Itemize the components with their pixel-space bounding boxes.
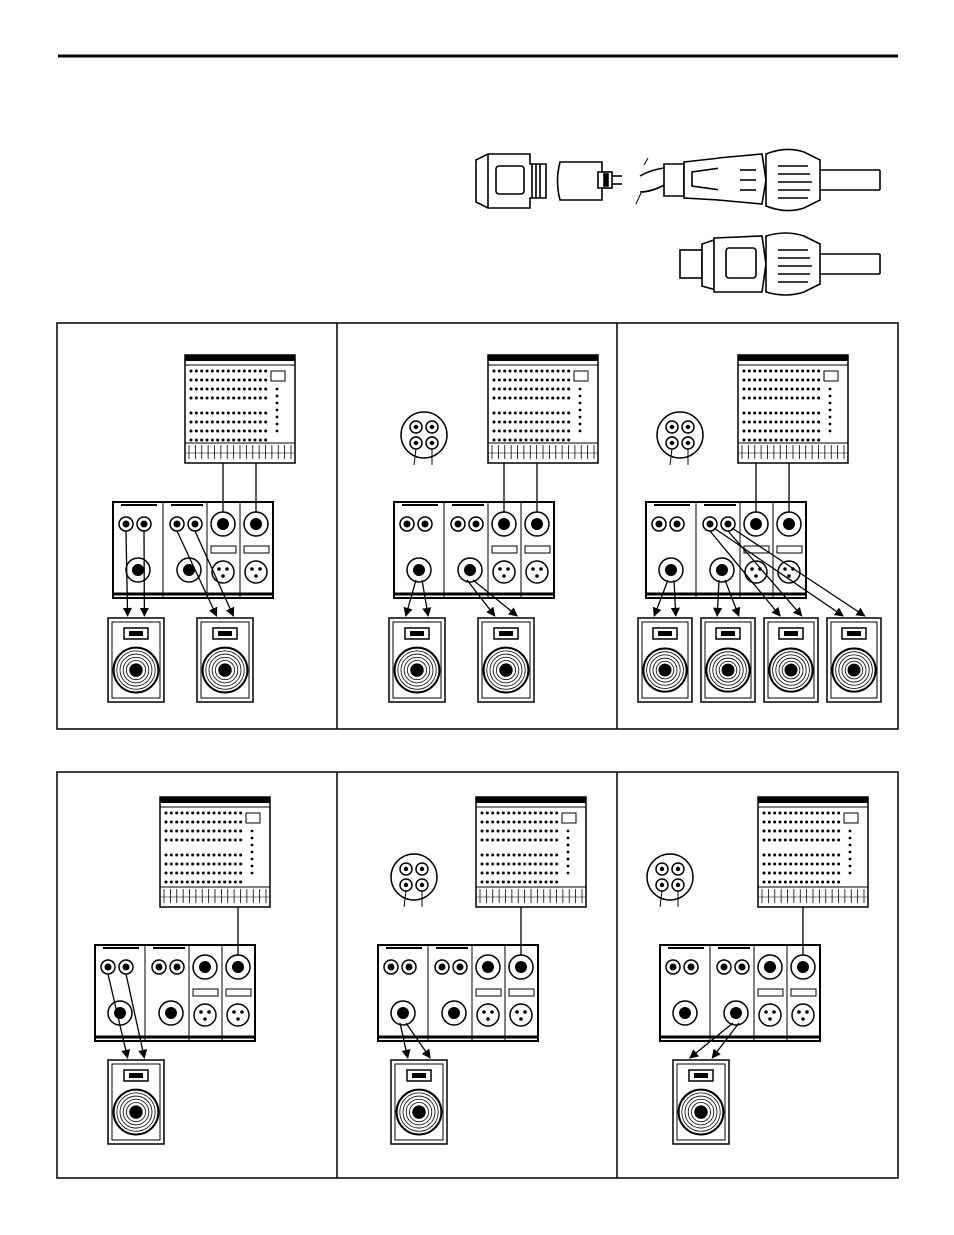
speakon-plug-assembled bbox=[680, 233, 880, 295]
speakon-output-jack bbox=[126, 558, 150, 582]
speaker-cabinet bbox=[108, 1060, 164, 1144]
xlr-jack bbox=[792, 1004, 814, 1026]
combo-input-jack bbox=[476, 955, 500, 979]
binding-post bbox=[418, 517, 432, 531]
speaker-cabinet bbox=[391, 1060, 447, 1144]
mixer-console bbox=[160, 797, 270, 907]
binding-post bbox=[170, 517, 184, 531]
xlr-jack bbox=[245, 561, 267, 583]
speakon-pin-detail bbox=[647, 854, 693, 907]
speaker-cabinet bbox=[827, 618, 881, 702]
speakon-output-jack bbox=[108, 1001, 132, 1025]
binding-post bbox=[119, 517, 133, 531]
binding-post bbox=[101, 960, 115, 974]
speakon-output-jack bbox=[659, 558, 683, 582]
panel-bottom-middle bbox=[378, 797, 586, 1144]
binding-post bbox=[435, 960, 449, 974]
xlr-jack bbox=[759, 1004, 781, 1026]
xlr-jack bbox=[477, 1004, 499, 1026]
speakon-output-jack bbox=[458, 558, 482, 582]
binding-post bbox=[152, 960, 166, 974]
speaker-cabinet bbox=[478, 618, 534, 702]
speakon-output-jack bbox=[724, 1001, 748, 1025]
combo-input-jack bbox=[525, 512, 549, 536]
binding-post bbox=[384, 960, 398, 974]
amplifier-rear-panel bbox=[394, 502, 554, 598]
binding-post bbox=[119, 960, 133, 974]
combo-input-jack bbox=[791, 955, 815, 979]
amplifier-rear-panel bbox=[660, 945, 820, 1041]
speakon-pin-detail bbox=[657, 412, 703, 465]
panel-bottom-left bbox=[95, 797, 270, 1144]
amplifier-rear-panel bbox=[95, 945, 255, 1041]
xlr-jack bbox=[212, 561, 234, 583]
binding-post bbox=[188, 517, 202, 531]
speaker-cabinet bbox=[389, 618, 445, 702]
binding-post bbox=[453, 960, 467, 974]
binding-post bbox=[451, 517, 465, 531]
speaker-cabinet bbox=[673, 1060, 729, 1144]
combo-input-jack bbox=[492, 512, 516, 536]
speakon-plug-exploded bbox=[476, 149, 880, 210]
mixer-console bbox=[758, 797, 868, 907]
connection-panels bbox=[95, 355, 881, 1144]
binding-post bbox=[400, 517, 414, 531]
xlr-jack bbox=[227, 1004, 249, 1026]
combo-input-jack bbox=[777, 512, 801, 536]
mixer-console bbox=[488, 355, 598, 463]
combo-input-jack bbox=[244, 512, 268, 536]
xlr-jack bbox=[194, 1004, 216, 1026]
binding-post bbox=[735, 960, 749, 974]
mixer-console bbox=[738, 355, 848, 463]
speakon-output-jack bbox=[407, 558, 431, 582]
speakon-output-jack bbox=[391, 1001, 415, 1025]
combo-input-jack bbox=[509, 955, 533, 979]
xlr-jack bbox=[493, 561, 515, 583]
xlr-jack bbox=[526, 561, 548, 583]
binding-post bbox=[670, 517, 684, 531]
binding-post bbox=[469, 517, 483, 531]
mixer-console bbox=[185, 355, 295, 463]
speaker-cabinet bbox=[764, 618, 818, 702]
combo-input-jack bbox=[193, 955, 217, 979]
speakon-output-jack bbox=[177, 558, 201, 582]
binding-post bbox=[717, 960, 731, 974]
combo-input-jack bbox=[744, 512, 768, 536]
speakon-output-jack bbox=[673, 1001, 697, 1025]
speakon-output-jack bbox=[159, 1001, 183, 1025]
panel-top-right bbox=[638, 355, 881, 702]
amplifier-rear-panel bbox=[378, 945, 538, 1041]
panel-bottom-right bbox=[647, 797, 868, 1144]
combo-input-jack bbox=[211, 512, 235, 536]
speakon-pin-detail bbox=[391, 854, 437, 907]
binding-post bbox=[684, 960, 698, 974]
binding-post bbox=[402, 960, 416, 974]
binding-post bbox=[170, 960, 184, 974]
binding-post bbox=[666, 960, 680, 974]
mixer-console bbox=[476, 797, 586, 907]
speakon-output-jack bbox=[710, 558, 734, 582]
speakon-output-jack bbox=[442, 1001, 466, 1025]
amplifier-rear-panel bbox=[113, 502, 273, 598]
panel-top-left bbox=[108, 355, 295, 702]
xlr-jack bbox=[510, 1004, 532, 1026]
speaker-cabinet bbox=[108, 618, 164, 702]
binding-post bbox=[652, 517, 666, 531]
speaker-cabinet bbox=[197, 618, 253, 702]
speaker-cabinet bbox=[701, 618, 755, 702]
speakon-pin-detail bbox=[401, 412, 447, 465]
combo-input-jack bbox=[758, 955, 782, 979]
panel-top-middle bbox=[389, 355, 598, 702]
speaker-cabinet bbox=[638, 618, 692, 702]
binding-post bbox=[137, 517, 151, 531]
combo-input-jack bbox=[226, 955, 250, 979]
